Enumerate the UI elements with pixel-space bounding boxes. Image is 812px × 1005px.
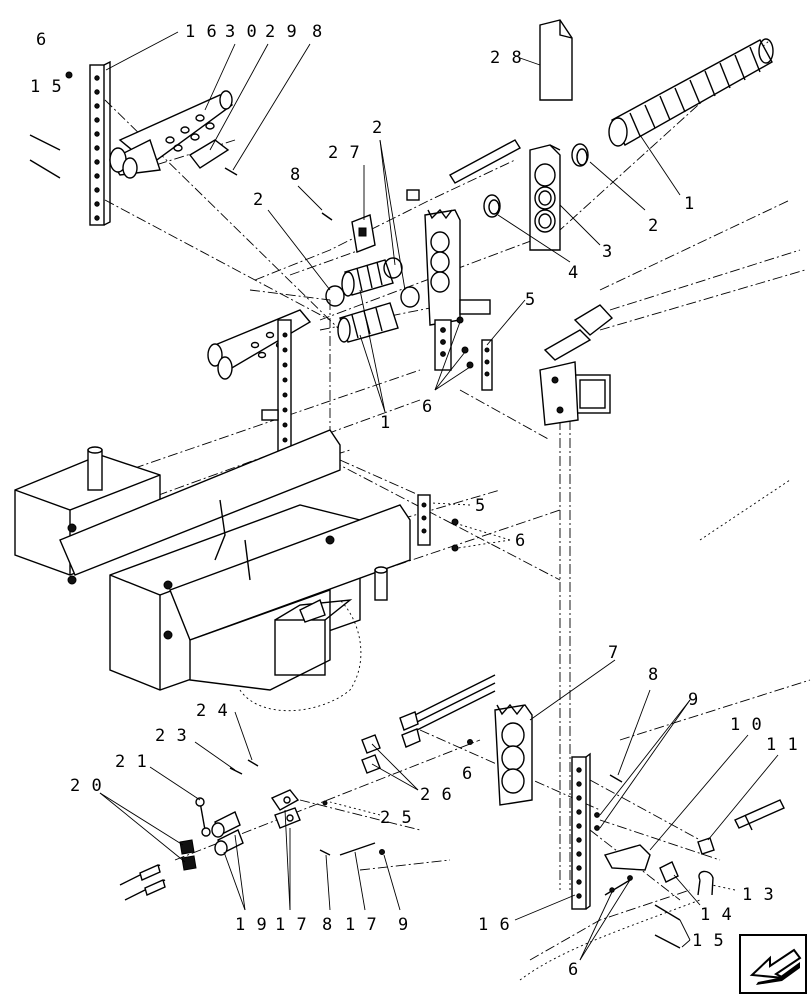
callout-2: 2 [648, 216, 659, 236]
callout-6: 6 [36, 30, 47, 50]
main-frame [14, 429, 411, 712]
callout-14: 1 4 [700, 905, 732, 925]
callout-17: 1 7 [345, 915, 377, 935]
brackets-17 [270, 789, 301, 829]
plate-27 [351, 214, 376, 253]
next-page-arrow-icon[interactable] [739, 934, 807, 994]
fittings-26 [361, 734, 381, 774]
lower-hoses [399, 479, 791, 981]
callout-17: 1 7 [275, 915, 307, 935]
callout-6: 6 [422, 397, 433, 417]
callout-6: 6 [568, 960, 579, 980]
screw-8-lower-left [319, 849, 331, 856]
clamps-2-center [325, 257, 420, 308]
strip-5-upper [481, 339, 493, 391]
callout-11: 1 1 [766, 735, 798, 755]
screw-8-lower-right [594, 774, 623, 831]
callout-13: 1 3 [742, 885, 774, 905]
couplers-19 [211, 811, 244, 856]
clip-29 [188, 139, 230, 169]
cap-28 [539, 19, 573, 101]
couplers-1-center [337, 259, 399, 343]
callout-7: 7 [608, 643, 619, 663]
hose-line-lower-right [604, 879, 631, 896]
manifold-7-lower [467, 703, 533, 806]
hitch-bracket-right [539, 304, 614, 426]
clamp-2-top-right [571, 143, 589, 167]
callout-16: 1 6 [478, 915, 510, 935]
callout-30: 3 0 [225, 22, 257, 42]
callout-9: 9 [398, 915, 409, 935]
hose-line-top [406, 139, 521, 201]
callout-29: 2 9 [265, 22, 297, 42]
callout-1: 1 [684, 194, 695, 214]
callout-5: 5 [475, 496, 486, 516]
corrugated-hose-1-top [608, 38, 774, 147]
callout-25: 2 5 [380, 808, 412, 828]
callout-6: 6 [515, 531, 526, 551]
bracket-10 [603, 844, 651, 881]
screw-8-top [224, 167, 238, 176]
hose-outlet-30-top [108, 90, 234, 179]
callout-8: 8 [312, 22, 323, 42]
screw-23 [229, 767, 243, 775]
upright-bar-16-lower [571, 752, 591, 910]
callout-8: 8 [290, 165, 301, 185]
callout-24: 2 4 [196, 701, 228, 721]
manifold-upper [424, 208, 491, 371]
callout-3: 3 [602, 242, 613, 262]
hose-outlet-middle [207, 309, 312, 380]
callout-27: 2 7 [328, 143, 360, 163]
three-hole-block-3 [529, 144, 561, 251]
upright-bar-16-top [89, 60, 111, 226]
rod-17 [339, 842, 385, 856]
upright-bar-middle [261, 319, 292, 471]
callout-8: 8 [322, 915, 333, 935]
nozzles-lower-left [119, 800, 328, 901]
callout-15: 1 5 [30, 77, 62, 97]
fitting-11 [697, 799, 785, 855]
callout-20: 2 0 [70, 776, 102, 796]
callout-16: 1 6 [185, 22, 217, 42]
screw-8-middle [321, 212, 333, 221]
bolts-15-lower [654, 904, 681, 949]
callout-15: 1 5 [692, 931, 724, 951]
callout-19: 1 9 [235, 915, 267, 935]
callout-6: 6 [462, 764, 473, 784]
leader-lines [99, 31, 779, 961]
callout-26: 2 6 [420, 785, 452, 805]
callout-2: 2 [253, 190, 264, 210]
strip-5-middle [417, 494, 459, 552]
callout-5: 5 [525, 290, 536, 310]
callout-4: 4 [568, 263, 579, 283]
callout-28: 2 8 [490, 48, 522, 68]
fitting-14 [659, 861, 679, 883]
ring-4 [483, 194, 501, 218]
callout-21: 2 1 [115, 752, 147, 772]
bolts-15-top [29, 71, 73, 179]
callout-1: 1 [380, 413, 391, 433]
callout-8: 8 [648, 665, 659, 685]
nuts-20 [179, 839, 197, 871]
bolt-24 [247, 759, 259, 767]
link-21 [195, 797, 211, 837]
u-bolt-13 [697, 870, 714, 896]
callout-labels: 6 1 5 1 6 3 0 2 9 8 2 8 2 7 2 8 2 1 2 3 … [30, 22, 798, 980]
callout-2: 2 [372, 118, 383, 138]
callout-23: 2 3 [155, 726, 187, 746]
callout-9: 9 [688, 690, 699, 710]
callout-10: 1 0 [730, 715, 762, 735]
